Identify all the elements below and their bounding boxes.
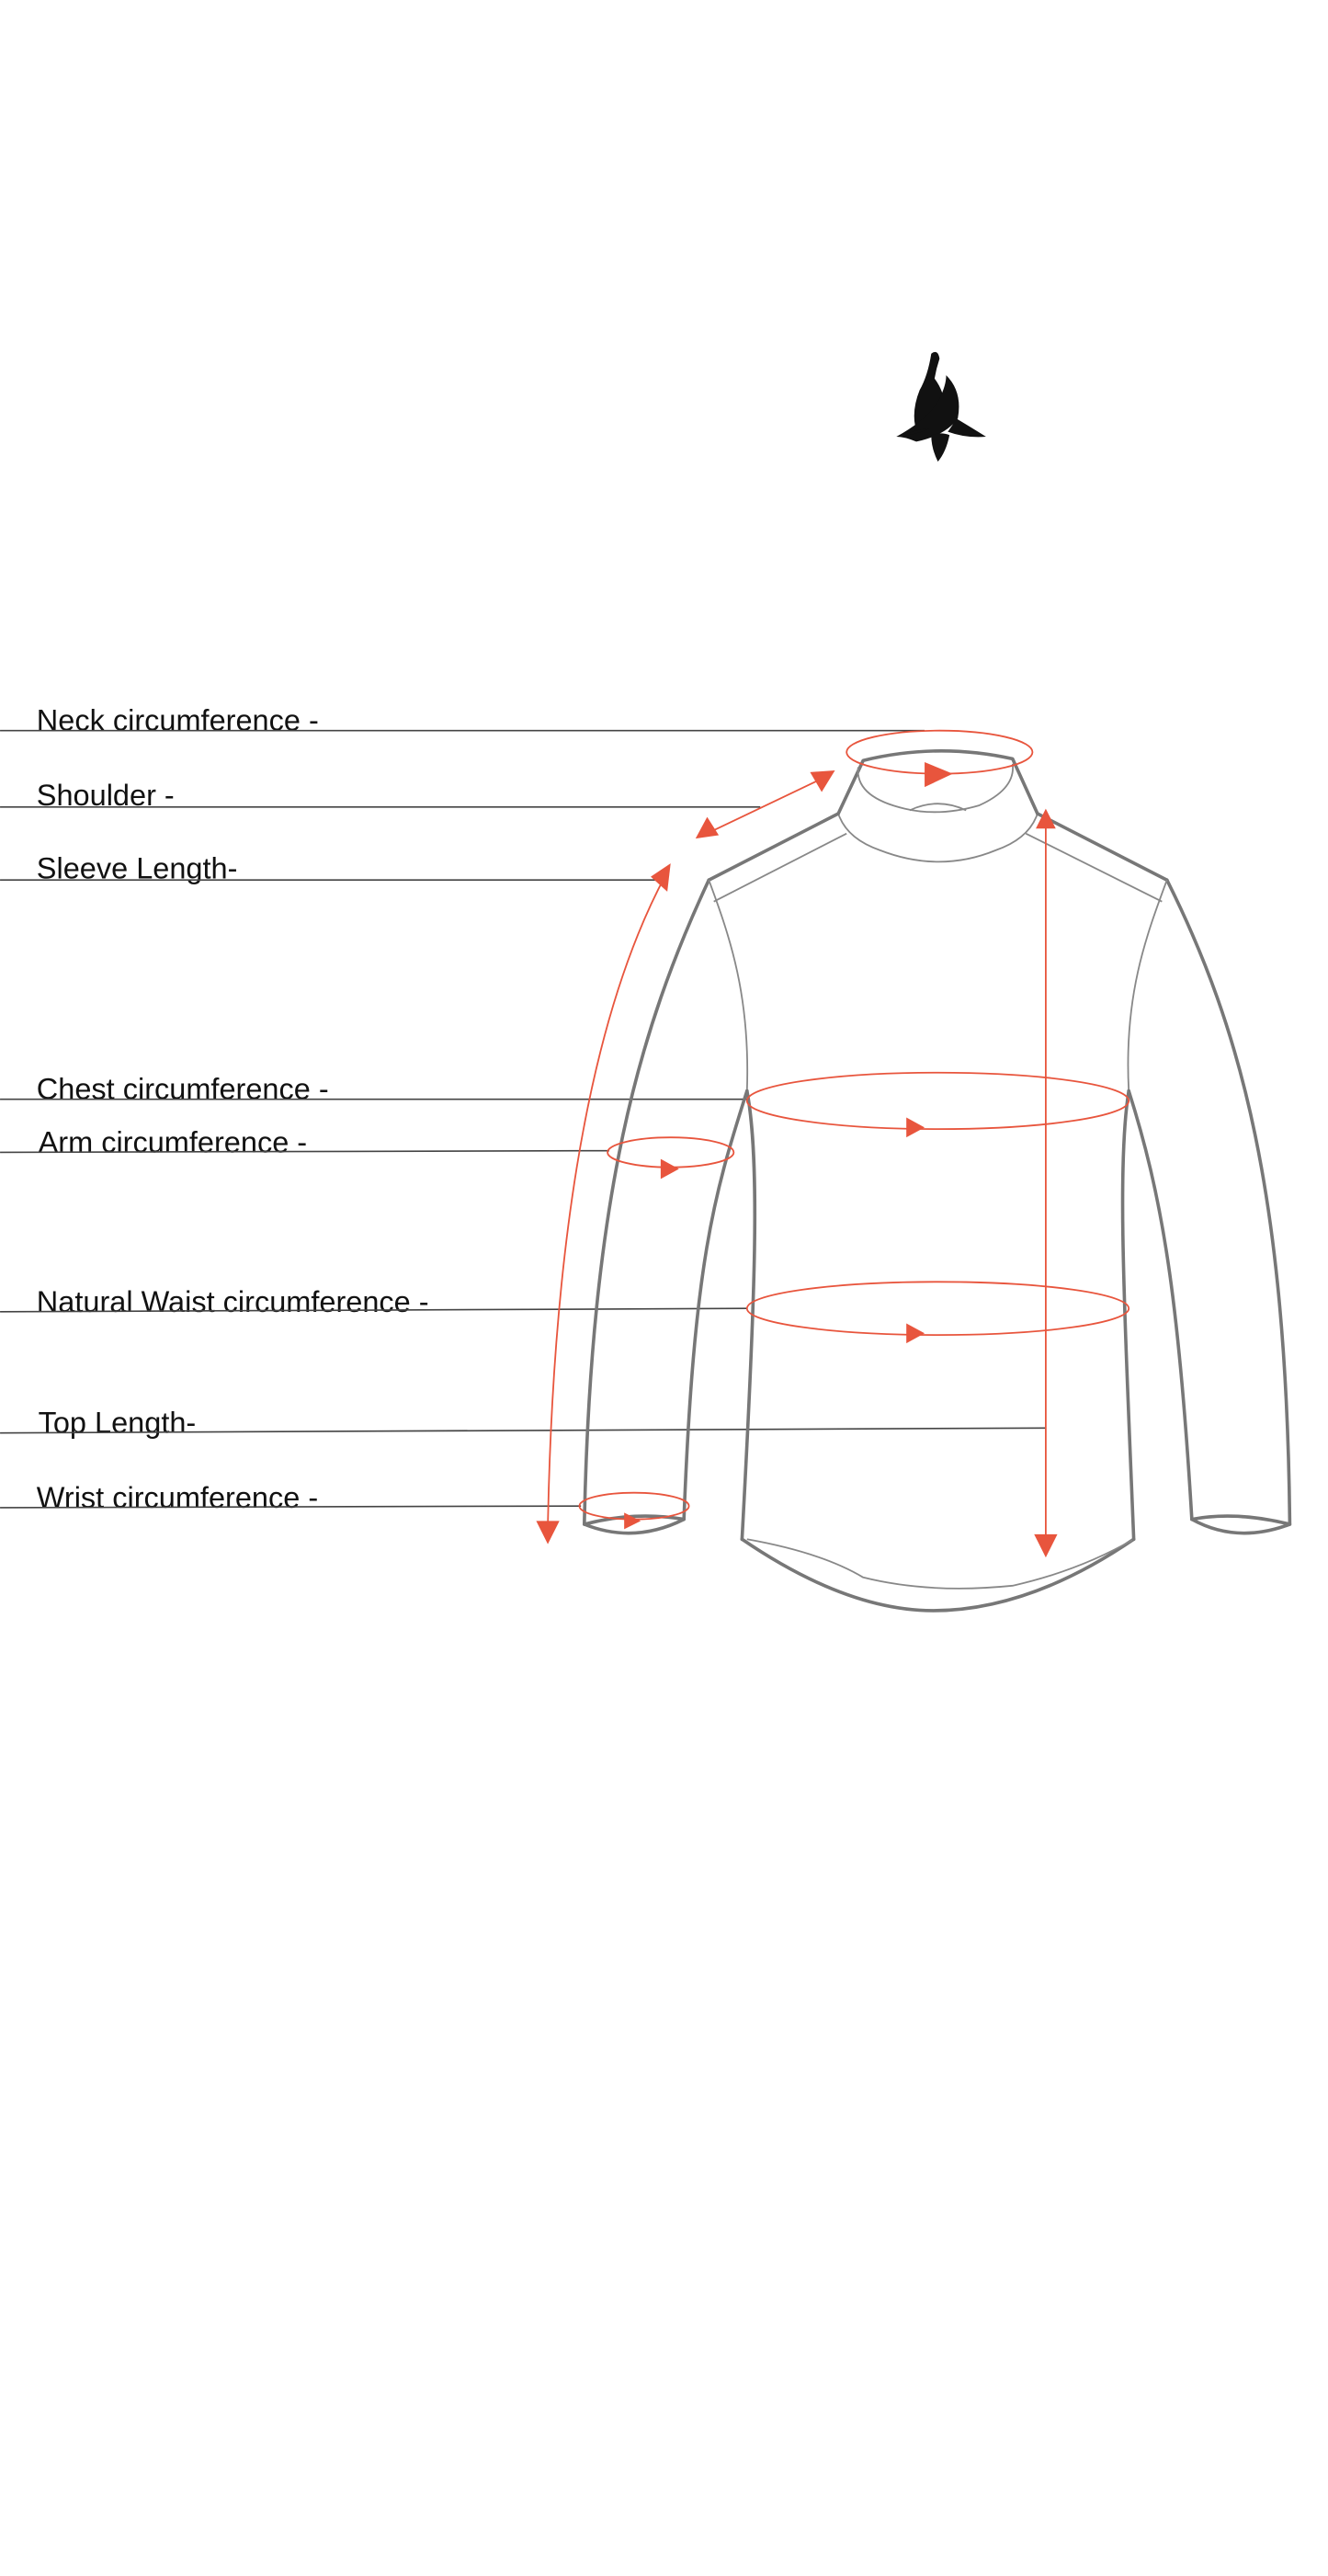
brand-logo — [896, 351, 986, 462]
label-sleeve: Sleeve Length- — [0, 851, 656, 884]
arrow-icon — [660, 1158, 679, 1180]
arrow-icon — [695, 816, 720, 839]
measure-sleeve — [536, 863, 671, 1544]
leader-line-wrist — [0, 1505, 582, 1509]
label-neck: Neck circumference - — [0, 704, 925, 737]
label-chest: Chest circumference - — [0, 1073, 747, 1106]
label-top-length-text: Top Length- — [39, 1407, 197, 1440]
label-chest-text: Chest circumference - — [37, 1073, 329, 1106]
arrow-icon — [906, 1117, 925, 1138]
measure-wrist — [578, 1491, 690, 1530]
measure-waist — [745, 1281, 1130, 1344]
leader-line-waist — [0, 1307, 747, 1313]
measure-neck — [846, 729, 1034, 788]
measure-chest — [745, 1071, 1130, 1138]
arrow-icon — [651, 863, 671, 892]
measure-arm — [607, 1136, 735, 1180]
measure-top-length — [1034, 808, 1058, 1558]
arrow-icon — [810, 770, 835, 792]
leader-line-arm — [0, 1149, 609, 1154]
label-arm-text: Arm circumference - — [39, 1125, 308, 1158]
label-neck-text: Neck circumference - — [37, 704, 319, 737]
arrow-icon — [906, 1323, 925, 1344]
arrow-icon — [925, 762, 953, 788]
measure-shoulder — [695, 770, 835, 839]
label-waist: Natural Waist circumference - — [0, 1285, 747, 1318]
shirt-outline — [583, 748, 1292, 1613]
arrow-icon — [1036, 808, 1056, 829]
leader-line-top-length — [0, 1427, 1046, 1434]
arrow-icon — [624, 1512, 641, 1530]
label-top-length: Top Length- — [0, 1407, 1046, 1440]
label-arm: Arm circumference - — [0, 1125, 609, 1158]
label-wrist-text: Wrist circumference - — [37, 1481, 318, 1514]
arrow-icon — [536, 1521, 560, 1544]
label-shoulder: Shoulder - — [0, 779, 761, 812]
label-waist-text: Natural Waist circumference - — [37, 1285, 429, 1318]
label-wrist: Wrist circumference - — [0, 1481, 582, 1514]
arrow-icon — [1034, 1533, 1058, 1558]
